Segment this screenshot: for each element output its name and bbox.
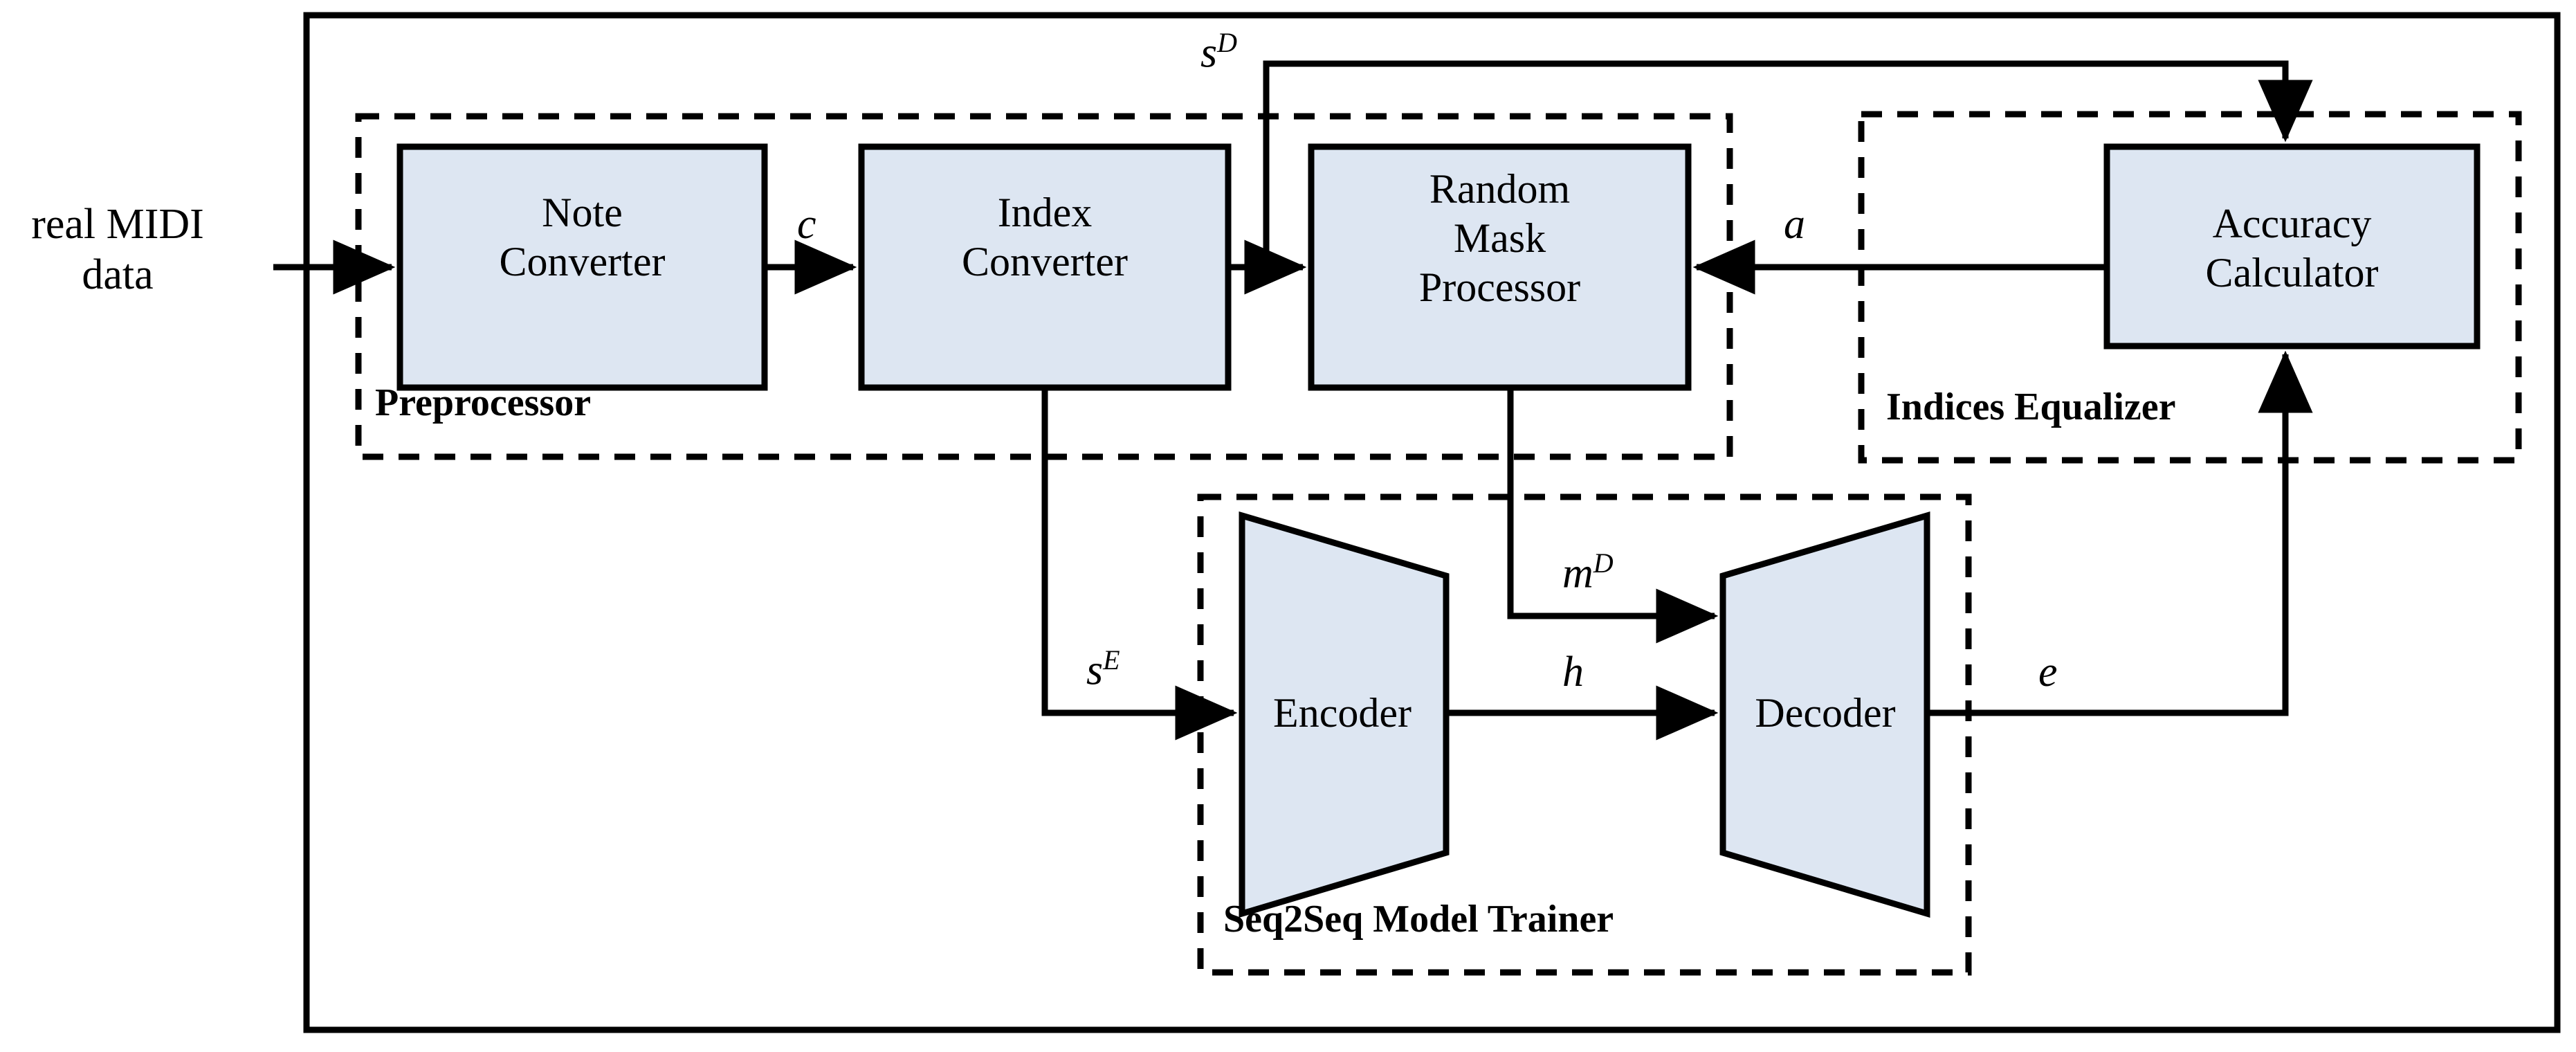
block-note-converter <box>396 143 768 391</box>
block-encoder <box>1239 511 1450 918</box>
edge-label-sE: sE <box>1086 644 1120 694</box>
group-label-preprocessor: Preprocessor <box>375 381 592 424</box>
group-indices-equalizer-boundary <box>1858 111 2522 464</box>
edge-index-to-accuracy <box>1263 60 2313 267</box>
block-label-encoder: Encoder <box>1273 690 1412 736</box>
edge-mask-to-decoder <box>1507 388 1719 644</box>
edge-label-c: c <box>797 201 816 248</box>
edge-label-e: e <box>2038 649 2058 696</box>
block-accuracy-calculator <box>2103 143 2481 350</box>
edge-label-h: h <box>1562 649 1584 696</box>
block-index-converter <box>858 143 1232 391</box>
edge-label-a: a <box>1784 201 1805 248</box>
edge-decoder-to-accuracy <box>1927 350 2313 716</box>
block-decoder <box>1719 511 1930 918</box>
block-label-decoder: Decoder <box>1755 690 1896 736</box>
edge-label-sD: sD <box>1200 27 1238 77</box>
group-label-seq2seq: Seq2Seq Model Trainer <box>1223 898 1614 941</box>
block-random-mask-processor <box>1308 143 1692 391</box>
edge-label-mD: mD <box>1562 547 1614 597</box>
system-boundary <box>303 12 2561 1033</box>
group-label-indices-equalizer: Indices Equalizer <box>1886 386 2176 428</box>
edge-index-to-encoder <box>1041 388 1238 741</box>
